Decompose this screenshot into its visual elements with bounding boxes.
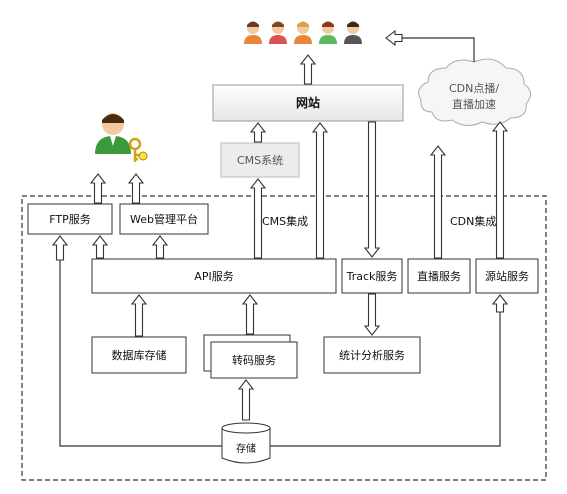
arrow-api-to-website [311,122,329,259]
api-service-label: API服务 [194,270,233,283]
website-label: 网站 [296,95,320,110]
arrow-bus-to-ftp [51,235,69,261]
user-red-icon [269,21,287,44]
admin-key-icon [95,113,148,162]
arrow-bus-to-origin [491,294,509,313]
arrow-cdn-to-users [385,29,403,47]
stats-service-label: 统计分析服务 [339,348,405,362]
arrow-ftp-to-admin [89,173,107,204]
live-service-node: 直播服务 [407,258,471,294]
database-storage-label: 数据库存储 [112,348,167,362]
cdn-integration-label: CDN集成 [450,214,496,228]
users-group [244,21,362,44]
live-service-label: 直播服务 [417,269,461,283]
cms-integration-label: CMS集成 [262,214,308,228]
arrow-website-to-users [299,54,317,85]
stats-service-node: 统计分析服务 [323,336,421,374]
cdn-label-line2: 直播加速 [452,97,496,111]
arrow-live-to-cdn [429,145,447,259]
track-service-node: Track服务 [341,258,403,294]
origin-service-label: 源站服务 [485,269,529,283]
connector-lines [59,37,501,447]
transcode-service-label: 转码服务 [232,353,276,367]
arrow-cms-to-website [249,122,267,143]
transcode-service-node: 转码服务 [203,334,298,379]
web-admin-label: Web管理平台 [130,212,198,226]
cdn-cloud-node: CDN点播/ 直播加速 [418,58,531,126]
storage-label: 存储 [236,442,256,455]
arrow-website-to-track [363,121,381,258]
arrow-api-to-webadmin [151,235,169,259]
arrow-track-to-stats [363,293,381,336]
arrows [51,29,509,421]
arrow-transcode-to-api [241,294,259,335]
storage-node: 存储 [221,422,271,464]
arrow-storage-to-transcode [237,379,255,421]
ftp-service-label: FTP服务 [49,213,91,226]
user-dark-icon [344,21,362,44]
arrow-webadmin-to-admin [127,173,145,204]
user-orange-icon [244,21,262,44]
system-boundary [21,195,547,481]
website-node: 网站 [212,84,404,122]
origin-service-node: 源站服务 [475,258,539,294]
arrow-db-to-api [130,294,148,337]
cdn-label-line1: CDN点播/ [449,81,499,95]
track-service-label: Track服务 [346,270,398,283]
database-storage-node: 数据库存储 [91,336,187,374]
user-orange-icon [294,21,312,44]
ftp-service-node: FTP服务 [27,203,113,235]
web-admin-node: Web管理平台 [119,203,209,235]
cms-system-node: CMS系统 [220,142,300,178]
user-green-icon [319,21,337,44]
arrow-api-to-cms [249,178,267,259]
api-service-node: API服务 [91,258,337,294]
cms-system-label: CMS系统 [237,154,283,167]
arrow-api-to-ftp [91,235,109,259]
arrow-origin-to-cdn [491,121,509,259]
